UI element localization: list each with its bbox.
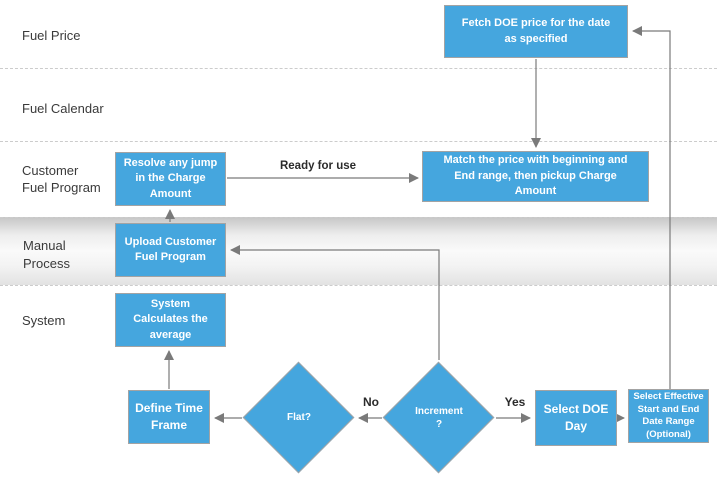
lane-label-fuel-calendar: Fuel Calendar [22, 101, 104, 116]
node-select-doe-day: Select DOE Day [535, 390, 617, 446]
node-increment-decision: Increment ? [382, 361, 495, 474]
node-resolve-jump: Resolve any jump in the Charge Amount [115, 152, 226, 206]
node-select-effective-range: Select Effective Start and End Date Rang… [628, 389, 709, 443]
node-match-price: Match the price with beginning and End r… [422, 151, 649, 202]
node-flat-decision: Flat? [242, 361, 355, 474]
node-upload-program: Upload Customer Fuel Program [115, 223, 226, 277]
edge-label-no: No [363, 395, 379, 409]
edge-label-ready-for-use: Ready for use [279, 160, 357, 172]
lane-separator [0, 68, 717, 69]
lane-label-manual-process: Manual Process [23, 238, 70, 271]
node-system-calculates: System Calculates the average [115, 293, 226, 347]
edge-label-yes: Yes [504, 395, 526, 409]
node-define-time-frame: Define Time Frame [128, 390, 210, 444]
node-fetch-doe-price: Fetch DOE price for the date as specifie… [444, 5, 628, 58]
lane-separator [0, 285, 717, 286]
manual-process-lane-band [0, 217, 717, 285]
lane-separator [0, 217, 717, 218]
lane-label-system: System [22, 313, 66, 328]
edge-select-effective-to-fetch [631, 25, 671, 389]
lane-label-customer-fuel-program: Customer Fuel Program [22, 163, 101, 195]
lane-separator [0, 141, 717, 142]
lane-label-fuel-price: Fuel Price [22, 28, 81, 43]
